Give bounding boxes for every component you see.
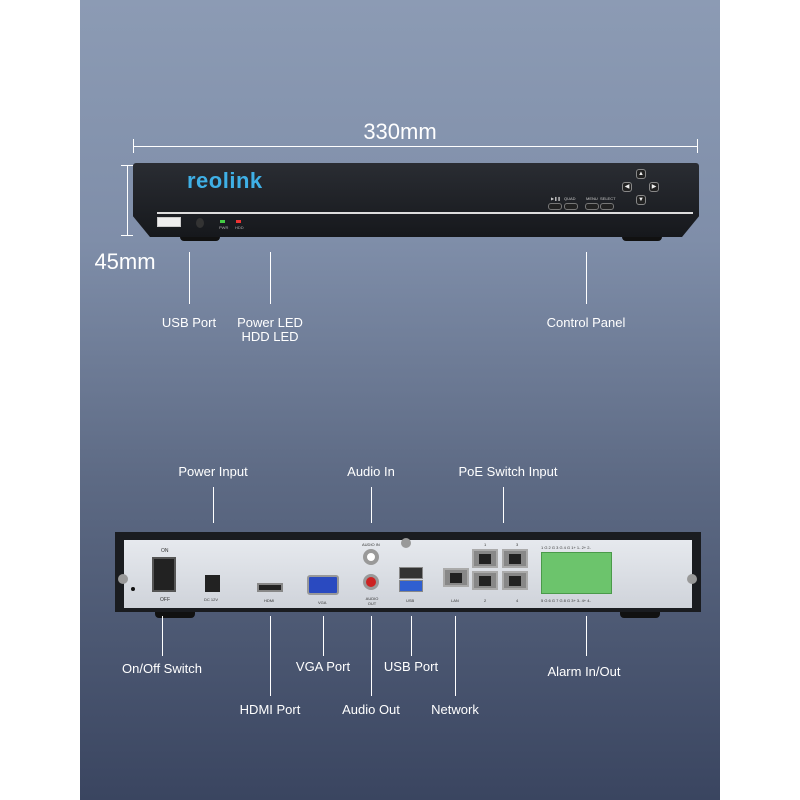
callout-line	[503, 487, 504, 523]
width-dimension-line	[133, 146, 697, 147]
reolink-logo: reolink	[187, 168, 263, 193]
poe-4-text: 4	[516, 598, 519, 603]
nvr-front-panel	[133, 163, 699, 237]
callout-line	[189, 252, 190, 304]
poe-port-4	[502, 571, 528, 590]
audio-in-callout: Audio In	[347, 464, 395, 479]
arrow-left-icon[interactable]: ◀	[622, 182, 632, 192]
hdd-led	[236, 220, 241, 223]
alarm-top-text: 1 G 2 G 3 G 4 G 1+ 1- 2+ 2-	[541, 545, 591, 550]
usb-port-callout: USB Port	[161, 315, 217, 330]
foot	[155, 612, 195, 618]
callout-line	[411, 616, 412, 656]
poe-port-2	[472, 571, 498, 590]
play-pause-text: ▶❚❚	[551, 196, 561, 201]
vga-port	[307, 575, 339, 595]
arrow-up-icon[interactable]: ▲	[636, 169, 646, 179]
off-text: OFF	[160, 597, 170, 603]
on-text: ON	[161, 548, 169, 554]
poe-3-text: 3	[516, 542, 519, 547]
power-led-callout: Power LED	[237, 315, 303, 330]
arrow-right-icon[interactable]: ▶	[649, 182, 659, 192]
width-label: 330mm	[363, 119, 437, 144]
hdmi-text: HDMI	[264, 598, 275, 603]
power-input-callout: Power Input	[178, 464, 248, 479]
dim-tick	[133, 139, 134, 153]
alarm-callout: Alarm In/Out	[547, 664, 621, 679]
callout-line	[455, 616, 456, 696]
callout-line	[371, 487, 372, 523]
callout-line	[213, 487, 214, 523]
lan-port	[443, 568, 469, 587]
poe-1-text: 1	[484, 542, 487, 547]
audio-in-jack	[363, 549, 379, 565]
select-text: SELECT	[600, 196, 616, 201]
audio-out-text: AUDIO OUT	[365, 596, 379, 606]
menu-text: MENU	[586, 196, 598, 201]
callout-line	[586, 616, 587, 656]
vga-text: VGA	[318, 600, 327, 605]
usb-text: USB	[406, 598, 415, 603]
dim-tick	[121, 165, 133, 166]
callout-line	[323, 616, 324, 656]
dc-text: DC 12V	[204, 597, 219, 602]
height-dimension-line	[127, 165, 128, 235]
onoff-callout: On/Off Switch	[122, 661, 202, 676]
hdd-led-callout: HDD LED	[241, 329, 299, 344]
hdd-text: HDD	[235, 225, 244, 230]
dim-tick	[121, 235, 133, 236]
dim-tick	[697, 139, 698, 153]
foot	[622, 235, 662, 241]
callout-line	[586, 252, 587, 304]
power-switch[interactable]	[152, 557, 176, 592]
audio-in-text: AUDIO IN	[362, 542, 380, 547]
background	[80, 0, 720, 800]
callout-line	[270, 252, 271, 304]
network-callout: Network	[431, 702, 479, 717]
control-panel-callout: Control Panel	[546, 315, 626, 330]
power-led	[220, 220, 225, 223]
play-pause-button[interactable]	[548, 203, 562, 210]
vga-callout: VGA Port	[295, 659, 351, 674]
alarm-bottom-text: 5 G 6 G 7 G 8 G 3+ 3- 4+ 4-	[541, 598, 591, 603]
usb-port-2	[399, 580, 423, 592]
callout-line	[371, 616, 372, 696]
poe-port-3	[502, 549, 528, 568]
front-usb-port	[157, 217, 181, 227]
arrow-down-icon[interactable]: ▼	[636, 195, 646, 205]
audio-out-callout: Audio Out	[342, 702, 400, 717]
ir-sensor	[196, 218, 204, 228]
poe-port-1	[472, 549, 498, 568]
alarm-terminal-block	[541, 552, 612, 594]
quad-text: QUAD	[564, 196, 576, 201]
front-light-stripe	[157, 212, 693, 214]
foot	[180, 235, 220, 241]
lan-text: LAN	[451, 598, 459, 603]
callout-line	[162, 616, 163, 656]
poe-callout: PoE Switch Input	[458, 464, 558, 479]
menu-button[interactable]	[585, 203, 599, 210]
usb-port-1	[399, 567, 423, 579]
dc-jack	[205, 575, 220, 592]
foot	[620, 612, 660, 618]
select-button[interactable]	[600, 203, 614, 210]
quad-button[interactable]	[564, 203, 578, 210]
reset-hole	[131, 587, 135, 591]
screw-icon	[687, 574, 697, 584]
audio-out-jack	[363, 574, 379, 590]
height-label: 45mm	[94, 249, 156, 274]
pwr-text: PWR	[219, 225, 229, 230]
screw-icon	[401, 538, 411, 548]
callout-line	[270, 616, 271, 696]
hdmi-callout: HDMI Port	[239, 702, 301, 717]
poe-2-text: 2	[484, 598, 487, 603]
screw-icon	[118, 574, 128, 584]
hdmi-port	[257, 583, 283, 592]
usb-callout: USB Port	[383, 659, 439, 674]
